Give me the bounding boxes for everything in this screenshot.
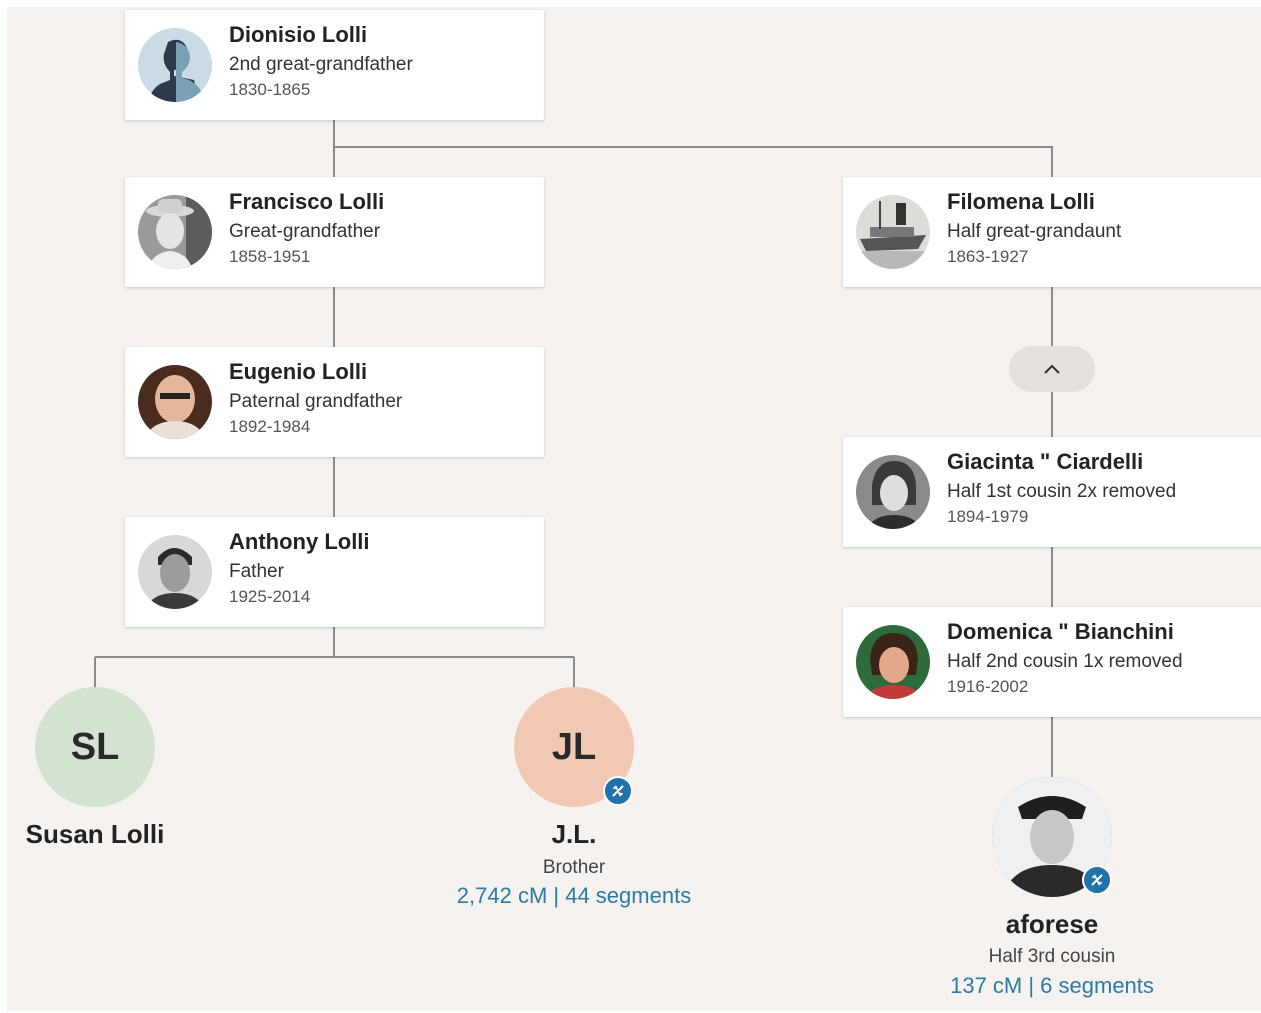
- person-name: Eugenio Lolli: [229, 359, 368, 384]
- person-photo: [138, 535, 212, 609]
- person-name: Dionisio Lolli: [229, 22, 368, 47]
- person-card-eugenio[interactable]: Eugenio Lolli Paternal grandfather 1892-…: [125, 347, 544, 457]
- avatar-initials: JL: [551, 725, 597, 768]
- dna-match-icon: [603, 776, 633, 806]
- person-relationship: Half 2nd cousin 1x removed: [947, 651, 1183, 672]
- photo-avatar-aforese[interactable]: [992, 777, 1112, 897]
- chevron-up-icon: [1044, 364, 1060, 374]
- person-relationship-aforese: Half 3rd cousin: [988, 946, 1116, 967]
- dna-match-icon: [1082, 865, 1112, 895]
- shared-dna-link-aforese[interactable]: 137 cM | 6 segments: [950, 973, 1154, 998]
- person-relationship: Half great-grandaunt: [947, 221, 1122, 242]
- person-name-jl[interactable]: J.L.: [551, 819, 597, 849]
- person-relationship: Father: [229, 561, 284, 582]
- person-relationship: Half 1st cousin 2x removed: [947, 481, 1177, 502]
- person-dates: 1894-1979: [947, 507, 1029, 526]
- avatar-initials: SL: [70, 725, 120, 768]
- person-photo: [138, 195, 212, 269]
- person-card-anthony[interactable]: Anthony Lolli Father 1925-2014: [125, 517, 544, 627]
- family-tree-canvas: Dionisio Lolli 2nd great-grandfather 183…: [7, 7, 1261, 1011]
- person-card-domenica[interactable]: Domenica " Bianchini Half 2nd cousin 1x …: [843, 607, 1261, 717]
- person-photo: [856, 455, 930, 529]
- person-name-aforese[interactable]: aforese: [1005, 909, 1099, 939]
- person-card-giacinta[interactable]: Giacinta " Ciardelli Half 1st cousin 2x …: [843, 437, 1261, 547]
- person-card-francisco[interactable]: Francisco Lolli Great-grandfather 1858-1…: [125, 177, 544, 287]
- person-relationship: Great-grandfather: [229, 221, 381, 242]
- person-card-dionisio[interactable]: Dionisio Lolli 2nd great-grandfather 183…: [125, 10, 544, 120]
- person-relationship-jl: Brother: [542, 857, 606, 878]
- person-photo: [138, 365, 212, 439]
- person-name-susan[interactable]: Susan Lolli: [25, 819, 165, 849]
- collapse-branch-button[interactable]: [1009, 346, 1095, 392]
- person-photo: [856, 195, 930, 269]
- person-dates: 1916-2002: [947, 677, 1029, 696]
- person-photo: [856, 625, 930, 699]
- person-name: Domenica " Bianchini: [947, 619, 1174, 644]
- silhouette-avatar-icon: [138, 28, 212, 102]
- person-dates: 1925-2014: [229, 587, 311, 606]
- person-relationship: Paternal grandfather: [229, 391, 403, 412]
- person-name: Anthony Lolli: [229, 529, 370, 554]
- person-name: Francisco Lolli: [229, 189, 385, 214]
- person-name: Filomena Lolli: [947, 189, 1095, 214]
- person-dates: 1863-1927: [947, 247, 1029, 266]
- person-card-filomena[interactable]: Filomena Lolli Half great-grandaunt 1863…: [843, 177, 1261, 287]
- person-name: Giacinta " Ciardelli: [947, 449, 1144, 474]
- shared-dna-link-jl[interactable]: 2,742 cM | 44 segments: [456, 883, 692, 908]
- person-dates: 1858-1951: [229, 247, 311, 266]
- initials-avatar-susan[interactable]: SL: [35, 687, 155, 807]
- person-dates: 1892-1984: [229, 417, 311, 436]
- person-relationship: 2nd great-grandfather: [229, 54, 413, 75]
- person-dates: 1830-1865: [229, 80, 311, 99]
